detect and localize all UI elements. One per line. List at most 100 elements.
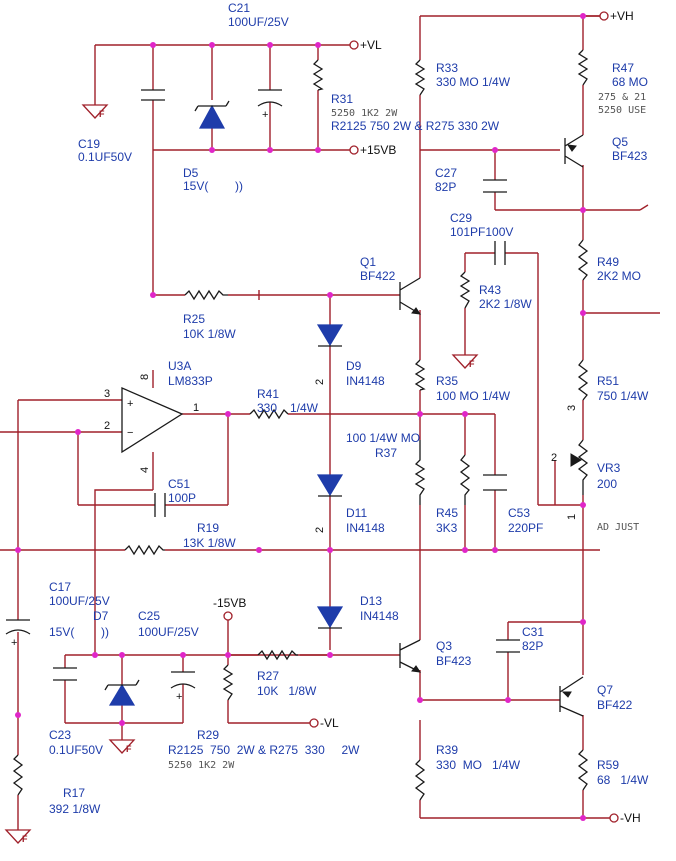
d13-ref: D13 — [360, 594, 382, 608]
q5-ref: Q5 — [612, 135, 628, 149]
ground-d7-label: F — [126, 744, 132, 754]
d11-value: IN4148 — [346, 521, 385, 535]
resistors — [12, 49, 589, 801]
r45-body — [459, 454, 471, 505]
r39-ref: R39 — [436, 743, 458, 757]
r47-alt1: 275 & 21 — [598, 92, 646, 103]
r29-alt: 5250 1K2 2W — [168, 760, 235, 771]
r49-value: 2K2 MO — [597, 269, 641, 283]
terminals — [223, 11, 649, 823]
r19-value: 13K 1/8W — [183, 536, 236, 550]
r37-body — [414, 440, 426, 505]
d7-value: 15V( )) — [49, 625, 109, 639]
r37-ref: R37 — [375, 446, 397, 460]
diodes — [104, 100, 344, 706]
r45-value: 3K3 — [436, 521, 458, 535]
r27-value: 10K 1/8W — [257, 684, 317, 698]
c53-ref: C53 — [508, 506, 530, 520]
q3-value: BF423 — [436, 654, 472, 668]
q1-ref: Q1 — [360, 255, 376, 269]
r33-body — [414, 59, 426, 96]
r31-ref: R31 — [331, 92, 353, 106]
r35-ref: R35 — [436, 374, 458, 388]
r49-ref: R49 — [597, 255, 619, 269]
r25-value: 10K 1/8W — [183, 327, 236, 341]
rail-vh-pos: +VH — [610, 9, 634, 23]
c51-ref: C51 — [168, 477, 190, 491]
r45-ref: R45 — [436, 506, 458, 520]
r43-value: 2K2 1/8W — [479, 297, 532, 311]
r47-body — [577, 49, 589, 86]
ground-r17-label: F — [22, 834, 28, 844]
r19-body — [124, 544, 165, 556]
vr3-ref: VR3 — [597, 461, 621, 475]
r29-value: R2125 750 2W & R275 330 2W — [168, 743, 360, 757]
d7-zener — [108, 683, 136, 706]
c25-ref: C25 — [138, 609, 160, 623]
r17-value: 392 1/8W — [49, 802, 101, 816]
r49-body — [577, 239, 589, 281]
svg-text:+: + — [262, 109, 268, 121]
d9-diode — [316, 324, 344, 347]
svg-text:+: + — [11, 637, 17, 649]
r47-alt2: 5250 USE — [598, 105, 646, 116]
vr3-body — [577, 439, 589, 495]
d13-value: IN4148 — [360, 609, 399, 623]
q5-symbol — [564, 134, 584, 168]
r31-value: R2125 750 2W & R275 330 2W — [331, 119, 500, 133]
r41-ref: R41 — [257, 387, 279, 401]
r33-ref: R33 — [436, 61, 458, 75]
c21-ref: C21 — [228, 1, 250, 15]
r25-body — [184, 289, 228, 301]
c23-ref: C23 — [49, 728, 71, 742]
rail-vl-pos: +VL — [360, 38, 382, 52]
r17-ref: R17 — [63, 786, 85, 800]
u3a-pin8: 8 — [139, 374, 151, 380]
c51-value: 100P — [168, 491, 196, 505]
d11-ref: D11 — [346, 506, 367, 520]
d11-pin2: 2 — [314, 527, 326, 533]
r31-alt: 5250 1K2 2W — [331, 108, 398, 119]
junctions — [15, 13, 586, 821]
q3-ref: Q3 — [436, 639, 452, 653]
d5-ref: D5 — [183, 166, 199, 180]
q7-symbol — [559, 676, 584, 717]
r43-ref: R43 — [479, 283, 501, 297]
rail-vh-neg: -VH — [620, 811, 641, 825]
c17-value: 100UF/25V — [49, 594, 110, 608]
vr3-value: 200 — [597, 477, 617, 491]
d11-diode — [316, 474, 344, 497]
d9-value: IN4148 — [346, 374, 385, 388]
r31-body — [312, 59, 324, 91]
r59-ref: R59 — [597, 758, 619, 772]
r29-body — [222, 664, 234, 701]
r47-ref: R47 — [612, 61, 634, 75]
transistors — [399, 134, 584, 717]
r35-value: 100 MO 1/4W — [436, 389, 511, 403]
r39-value: 330 MO 1/4W — [436, 758, 521, 772]
r47-value: 68 MO — [612, 75, 648, 89]
ground-d7 — [108, 739, 136, 754]
q7-ref: Q7 — [597, 683, 613, 697]
d7-ref: D7 — [93, 609, 109, 623]
grounds — [4, 104, 479, 844]
ground-r17 — [4, 829, 32, 844]
wires — [0, 15, 660, 830]
u3a-pin4: 4 — [139, 467, 151, 473]
vr3-pin1: 1 — [566, 514, 578, 520]
r25-ref: R25 — [183, 312, 205, 326]
op-amp-u3a: + − — [121, 387, 184, 454]
r41-value2: 1/4W — [290, 401, 319, 415]
vr3-note: AD JUST — [597, 522, 639, 533]
r41-value: 330 — [257, 401, 277, 415]
r17-body — [12, 754, 24, 796]
labels: +VL +15VB +VH -15VB -VL -VH C21 100UF/25… — [22, 1, 649, 844]
r29-ref: R29 — [197, 728, 219, 742]
ground-r43 — [451, 354, 479, 369]
d9-pin2: 2 — [314, 379, 326, 385]
u3a-ref: U3A — [168, 359, 191, 373]
q5-value: BF423 — [612, 149, 648, 163]
r43-body — [459, 271, 471, 309]
c27-ref: C27 — [435, 166, 457, 180]
